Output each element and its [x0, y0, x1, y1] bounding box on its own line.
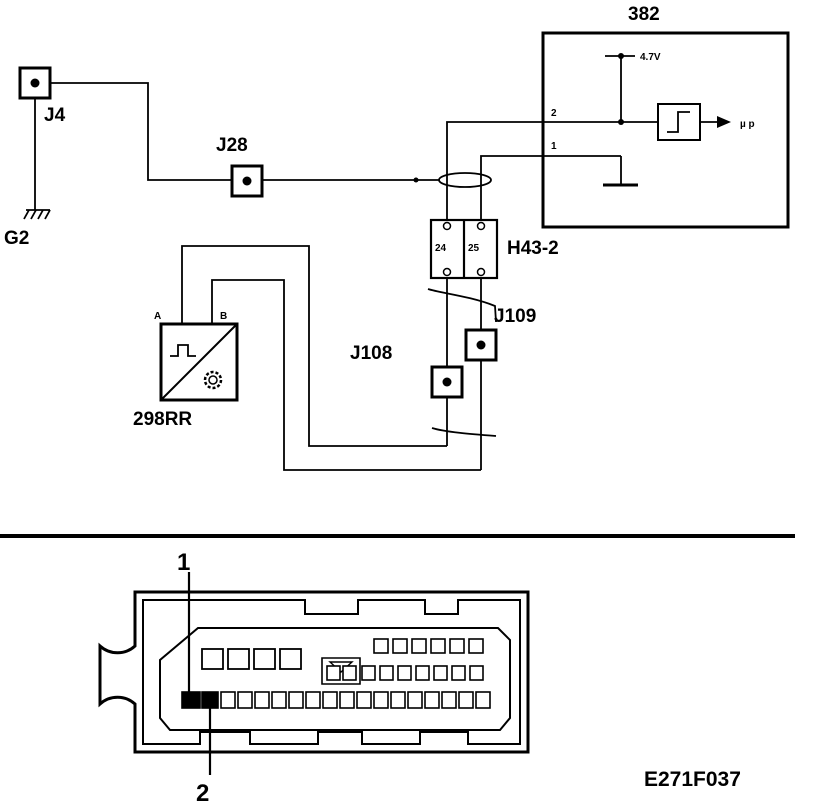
- gear-icon: [203, 370, 223, 390]
- shield-icon: [438, 172, 492, 188]
- j28-label: J28: [216, 135, 248, 156]
- sensor-label: 298RR: [133, 409, 192, 430]
- sensor-pin-b-label: B: [220, 311, 227, 322]
- h43-pin-24-label: 24: [435, 243, 447, 254]
- ecu-label: 382: [628, 4, 660, 25]
- j108-label: J108: [350, 343, 392, 364]
- ecu-pin-2-label: 2: [551, 108, 557, 119]
- connector-j109: J109: [464, 306, 536, 362]
- pin-row-top: [373, 638, 484, 654]
- connector-h43-2: 24 25 H43-2: [429, 218, 559, 280]
- sensor-pin-a-label: A: [154, 311, 161, 322]
- pin-1-highlight: [181, 691, 201, 709]
- pin-row-large: [201, 648, 302, 670]
- figure-code: E271F037: [644, 768, 741, 791]
- j109-label: J109: [494, 306, 536, 327]
- h43-2-label: H43-2: [507, 238, 559, 259]
- ecu-382: 382 4.7V 2 µ p 1: [541, 4, 790, 229]
- pin-row-bottom: [181, 691, 491, 709]
- square-wave-icon: [170, 344, 196, 357]
- supply-voltage-label: 4.7V: [640, 52, 661, 63]
- output-label: µ p: [740, 119, 755, 130]
- arrow-right-icon: [717, 116, 731, 128]
- connector-j4: J4 G2: [4, 66, 66, 249]
- callout-1-label: 1: [177, 549, 190, 576]
- ecu-pin-1-label: 1: [551, 141, 557, 152]
- ground-g2-label: G2: [4, 228, 29, 249]
- ground-icon: [23, 209, 51, 220]
- h43-pin-25-label: 25: [468, 243, 480, 254]
- connector-face-view: 1 2: [98, 549, 530, 804]
- connector-j28: J28: [216, 135, 264, 198]
- pin-row-middle: [321, 657, 484, 685]
- connector-j108: J108: [350, 343, 464, 399]
- callout-2-label: 2: [196, 780, 209, 804]
- sensor-298rr: A B 298RR: [133, 311, 239, 430]
- j4-label: J4: [44, 105, 66, 126]
